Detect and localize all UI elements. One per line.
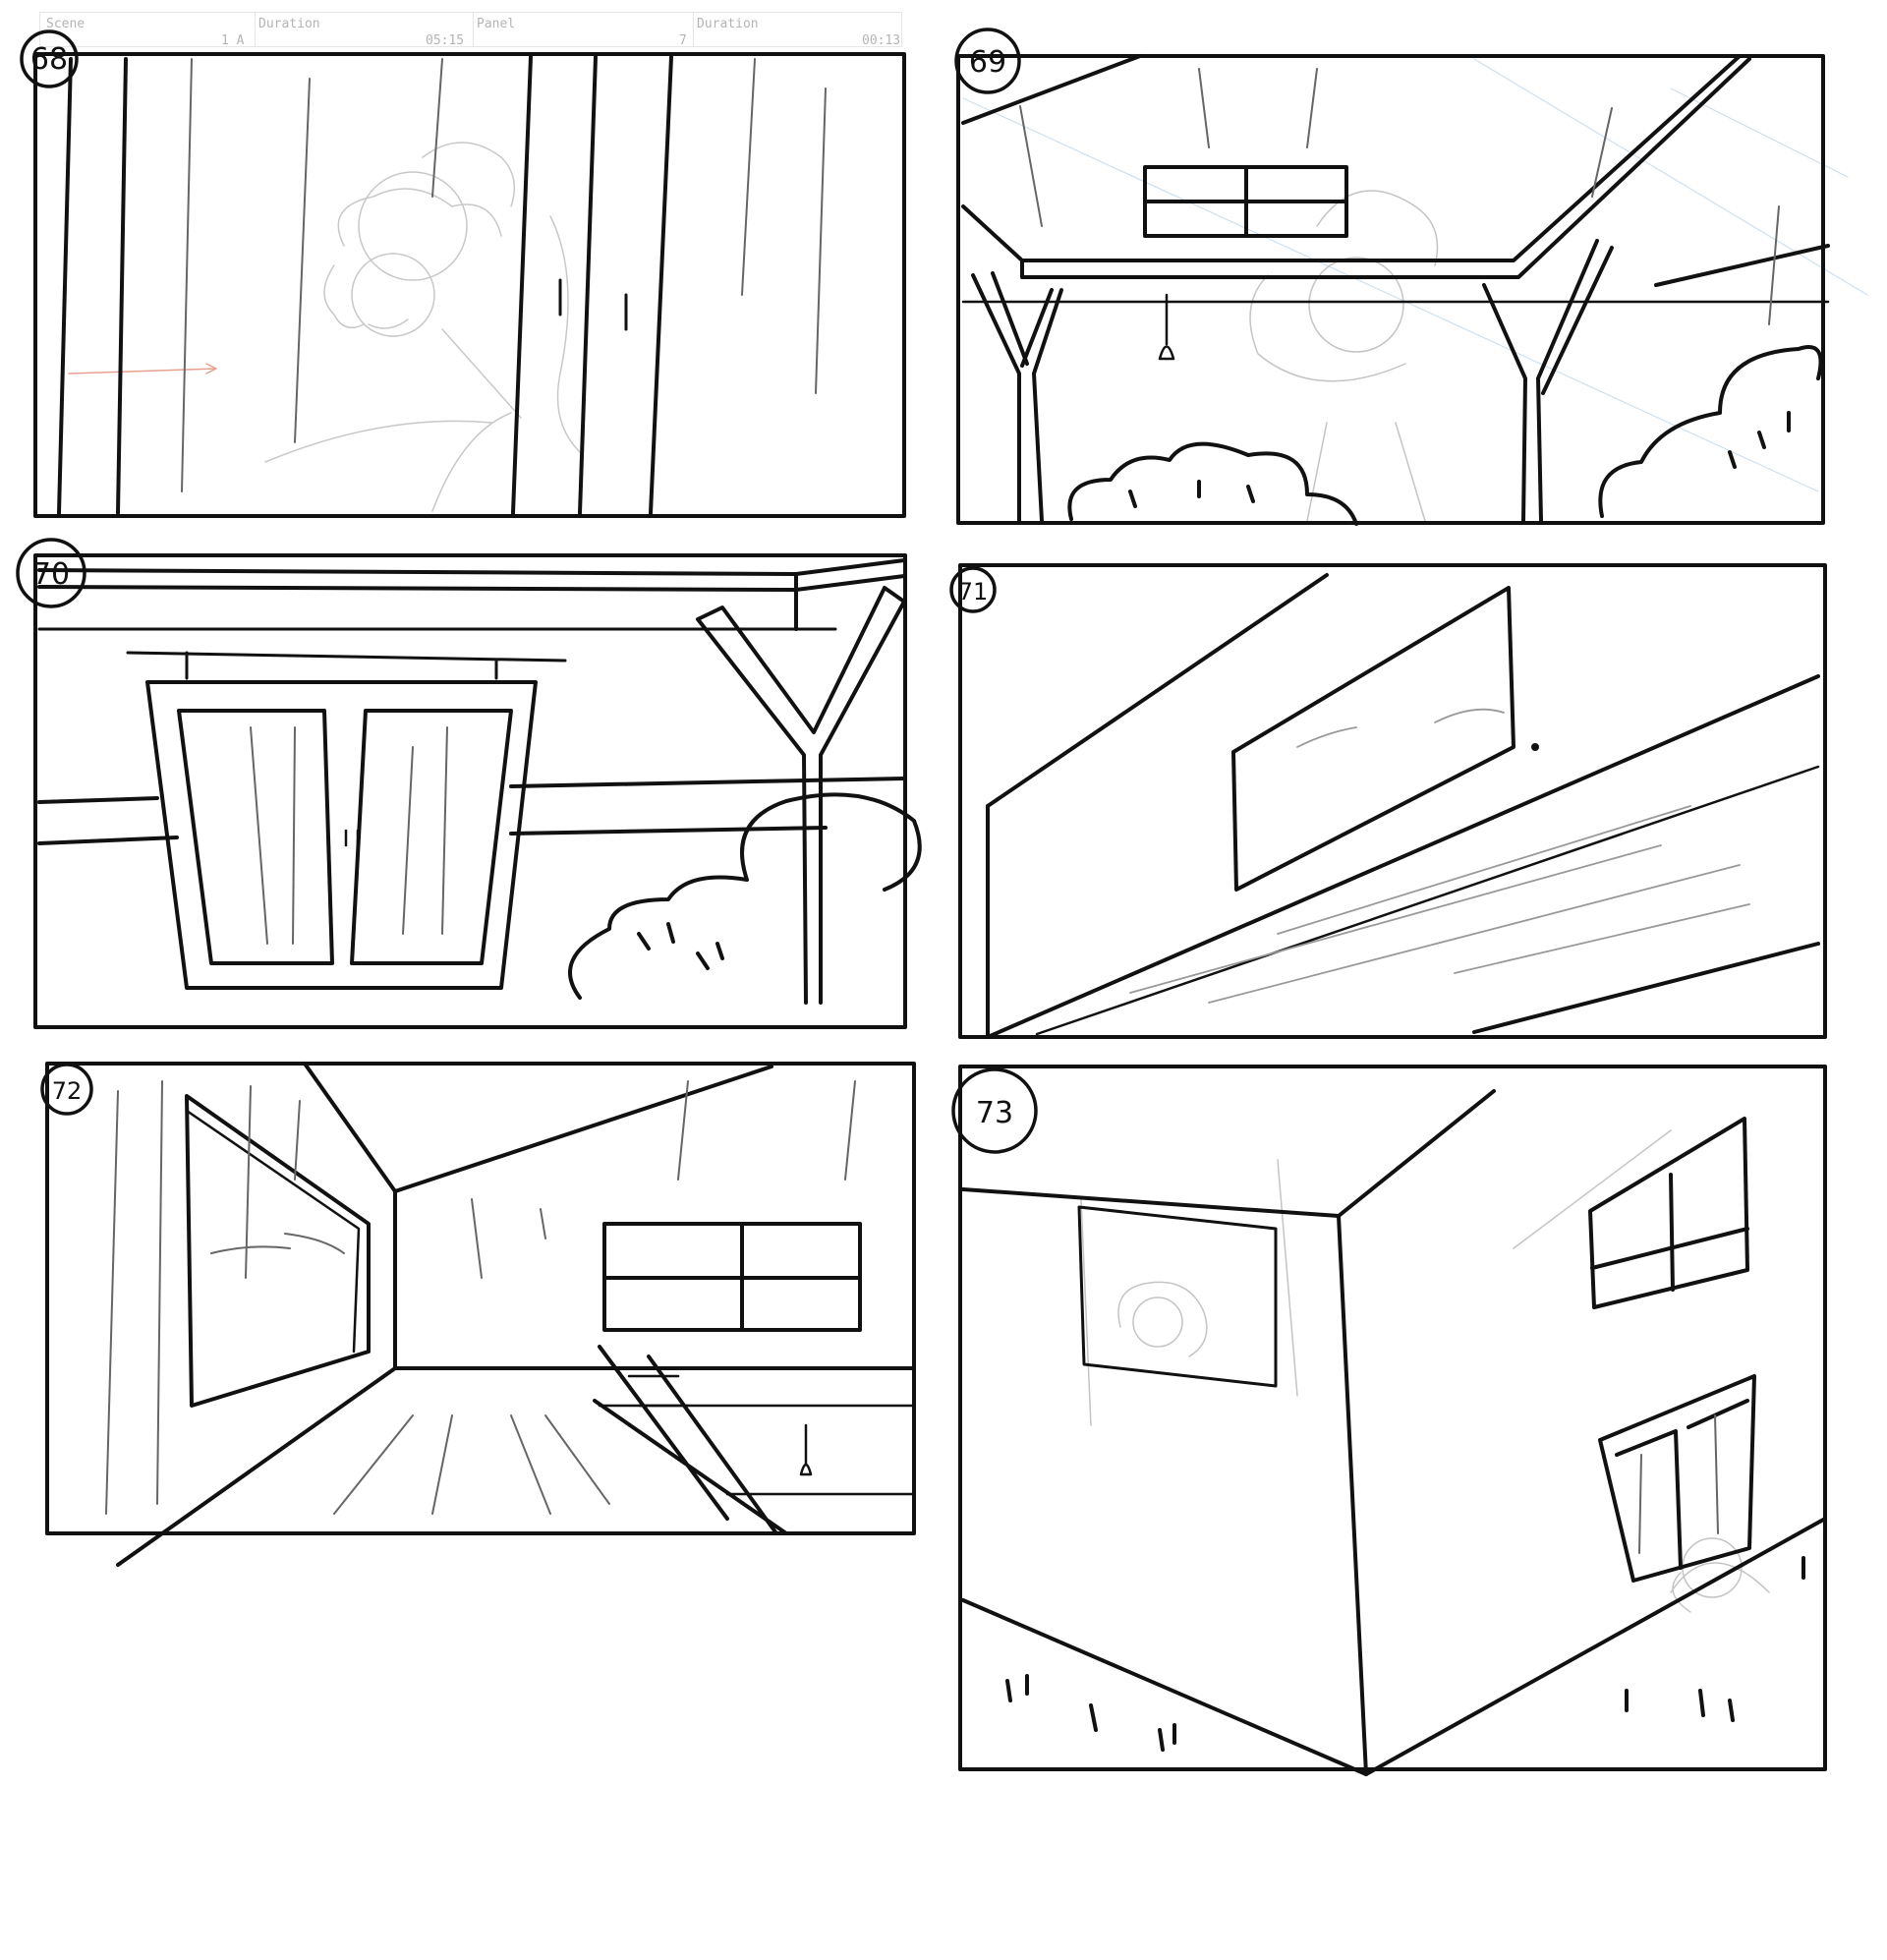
scene-value: 1 A xyxy=(221,33,245,48)
panel-71: 71 xyxy=(949,563,1827,1039)
panel-number-70: 70 xyxy=(32,557,70,592)
panel-number-68: 68 xyxy=(30,42,68,77)
panel-73: 73 xyxy=(951,1065,1827,1776)
panel-72: 72 xyxy=(40,1062,916,1567)
timeline-info-bar: Scene 1 A Duration 05:15 Panel 7 Duratio… xyxy=(39,12,902,47)
panel-70: 70 xyxy=(16,538,922,1029)
duration-header-2: Duration xyxy=(697,17,759,31)
panel-68: 68 xyxy=(20,29,906,518)
panel-number-71: 71 xyxy=(958,578,989,605)
duration-value-1: 05:15 xyxy=(426,33,465,48)
duration-value-2: 00:13 xyxy=(862,33,901,48)
panel-number-69: 69 xyxy=(969,45,1006,80)
scene-header: Scene xyxy=(46,17,86,31)
panel-number-73: 73 xyxy=(976,1096,1013,1130)
panel-69: 69 xyxy=(954,28,1868,526)
panel-value: 7 xyxy=(679,33,687,48)
duration-header-1: Duration xyxy=(258,17,320,31)
panel-header: Panel xyxy=(477,17,516,31)
panel-number-72: 72 xyxy=(52,1077,83,1105)
